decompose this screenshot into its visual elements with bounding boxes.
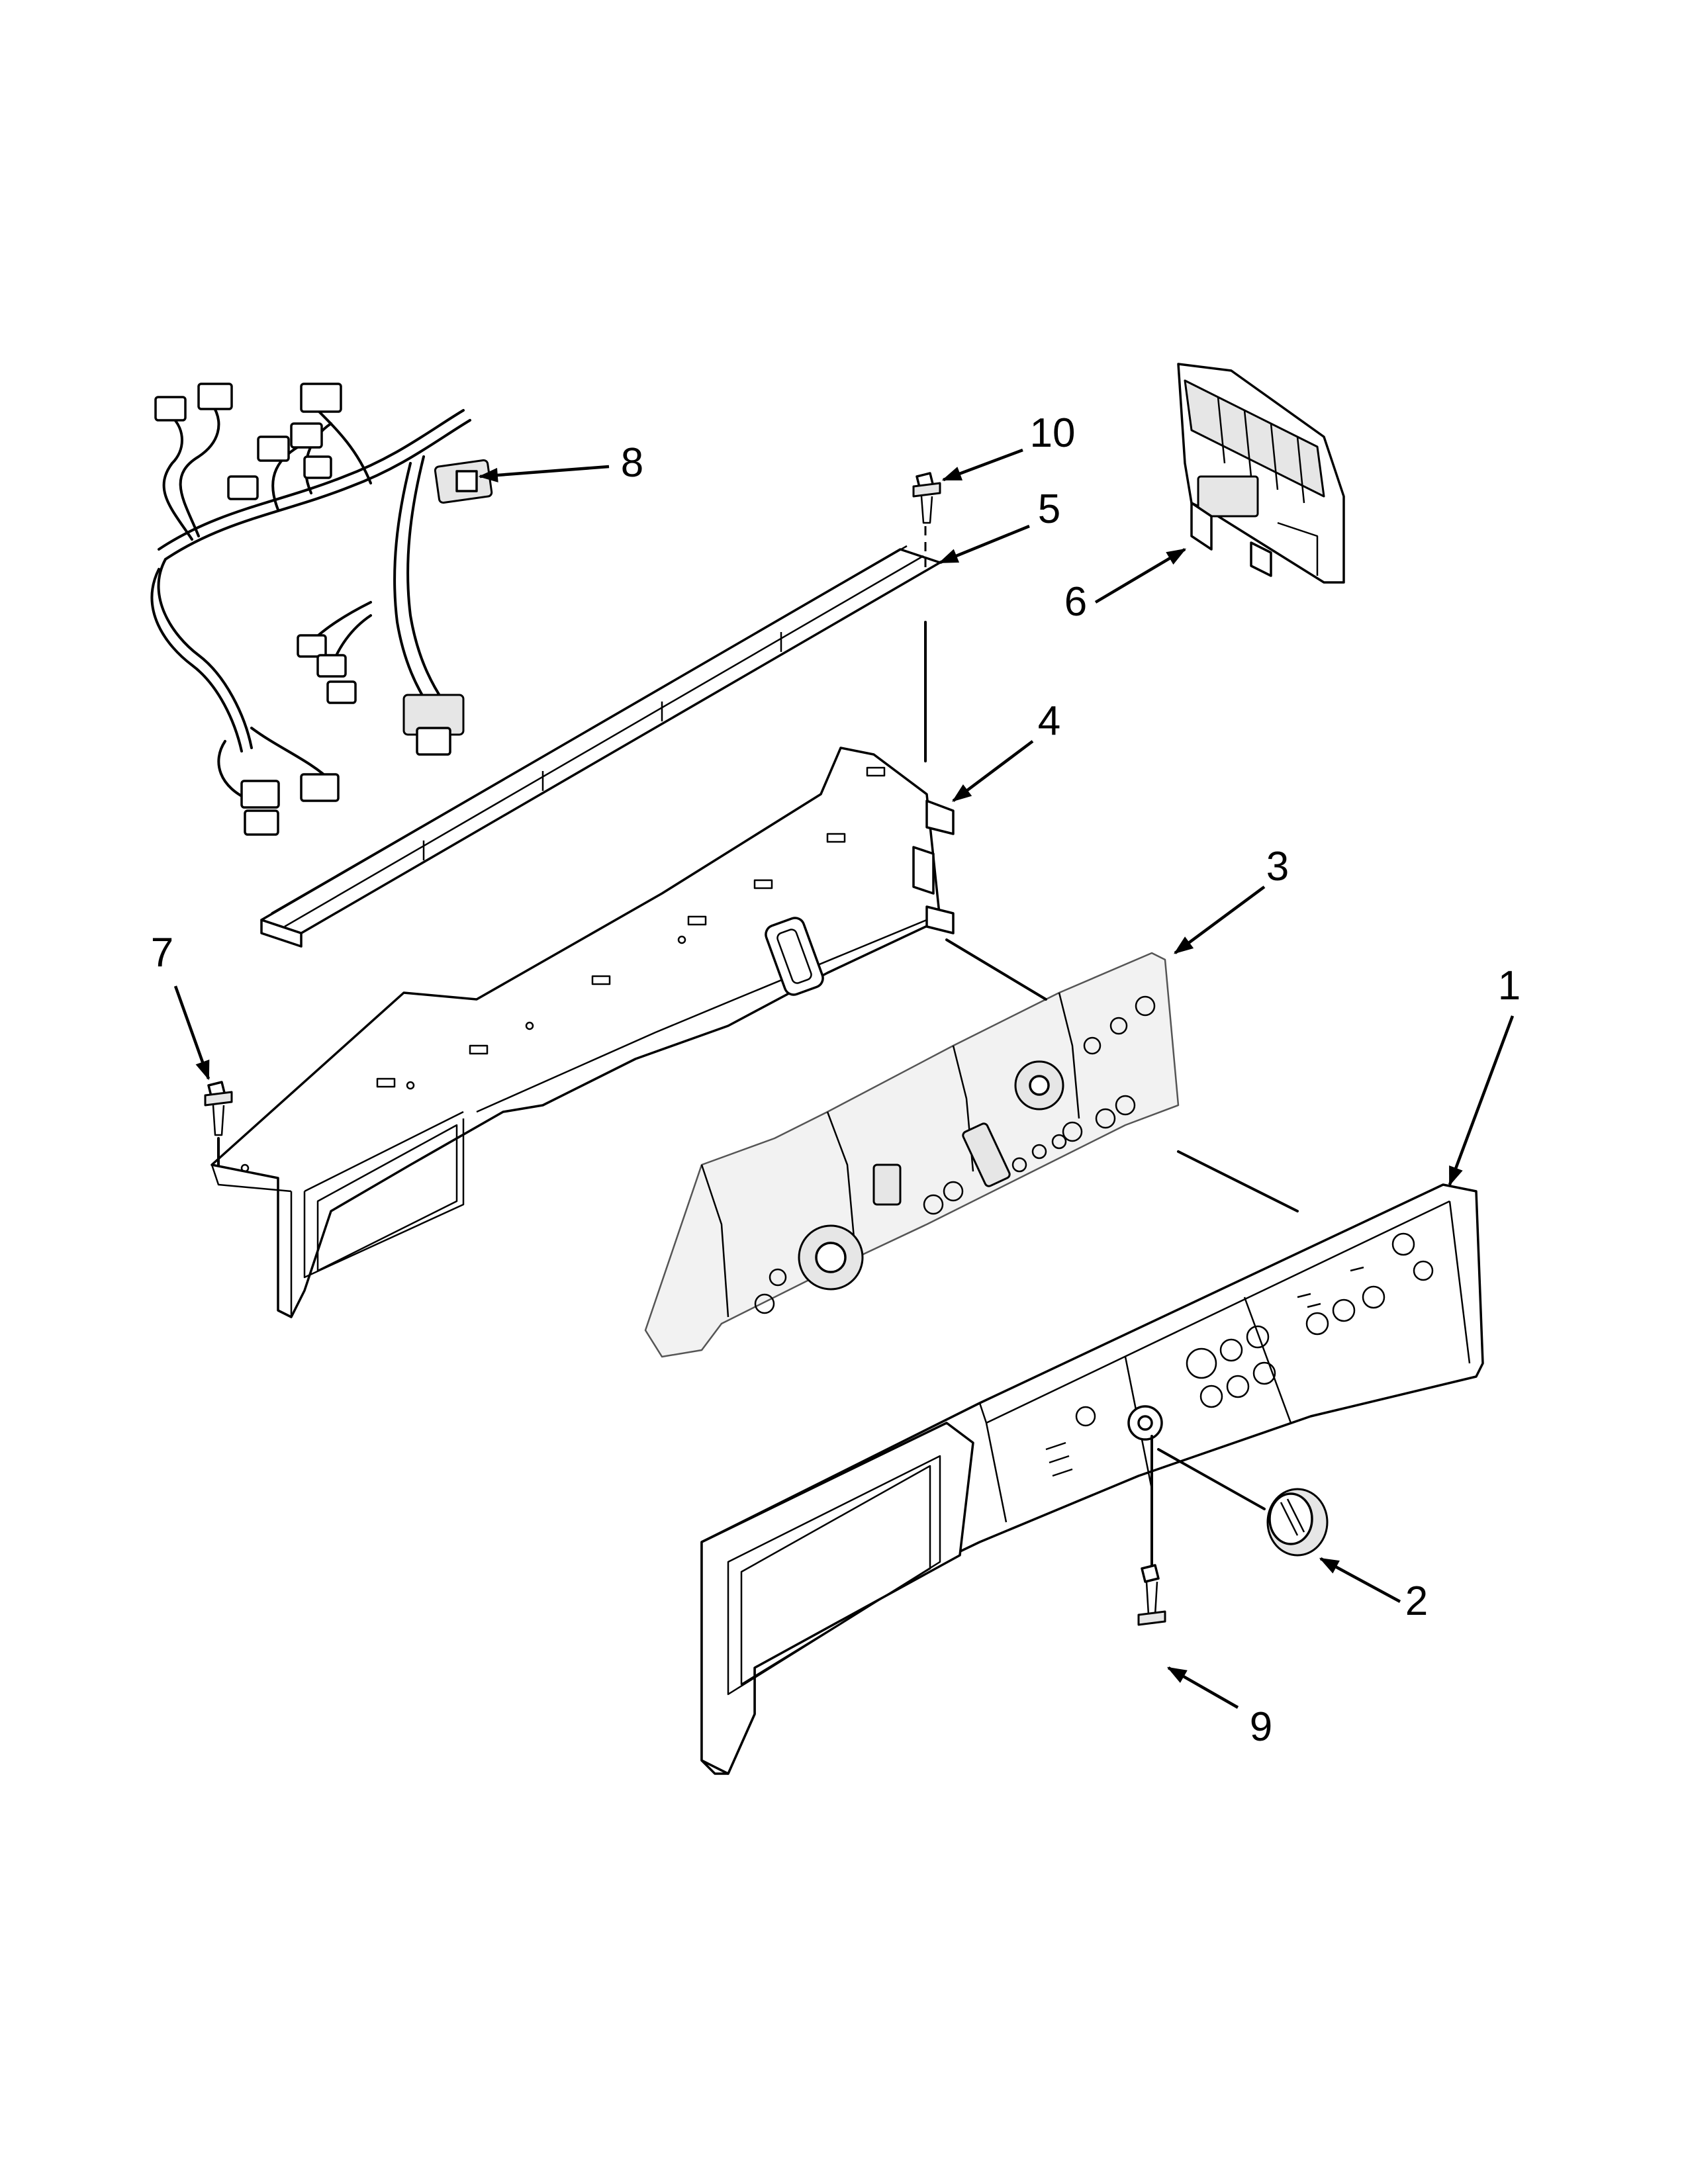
callout-label-7: 7 (151, 930, 173, 976)
callout-arrows (173, 448, 1515, 1709)
knob-part (1266, 1488, 1329, 1557)
callout-labels: 1 2 3 4 5 6 7 8 9 10 (151, 410, 1521, 1750)
callout-label-9: 9 (1250, 1704, 1272, 1750)
rail-bracket-part (260, 545, 941, 948)
callout-label-1: 1 (1498, 963, 1521, 1009)
screw-9-part (1137, 1564, 1166, 1626)
callout-label-8: 8 (621, 440, 643, 486)
screw-10-part (912, 472, 941, 524)
callout-label-3: 3 (1266, 844, 1289, 889)
callout-label-10: 10 (1030, 410, 1076, 456)
control-module-part (1177, 363, 1345, 584)
assembly-lines (217, 526, 1299, 1567)
callout-label-5: 5 (1038, 486, 1060, 532)
console-part (700, 1183, 1484, 1775)
wire-harness-part (150, 383, 493, 836)
callout-label-4: 4 (1038, 698, 1060, 744)
screw-7-part (204, 1081, 233, 1136)
callout-label-6: 6 (1064, 579, 1087, 625)
callout-label-2: 2 (1405, 1578, 1428, 1624)
user-interface-board-part (644, 952, 1180, 1358)
console-bracket-part (211, 747, 955, 1318)
